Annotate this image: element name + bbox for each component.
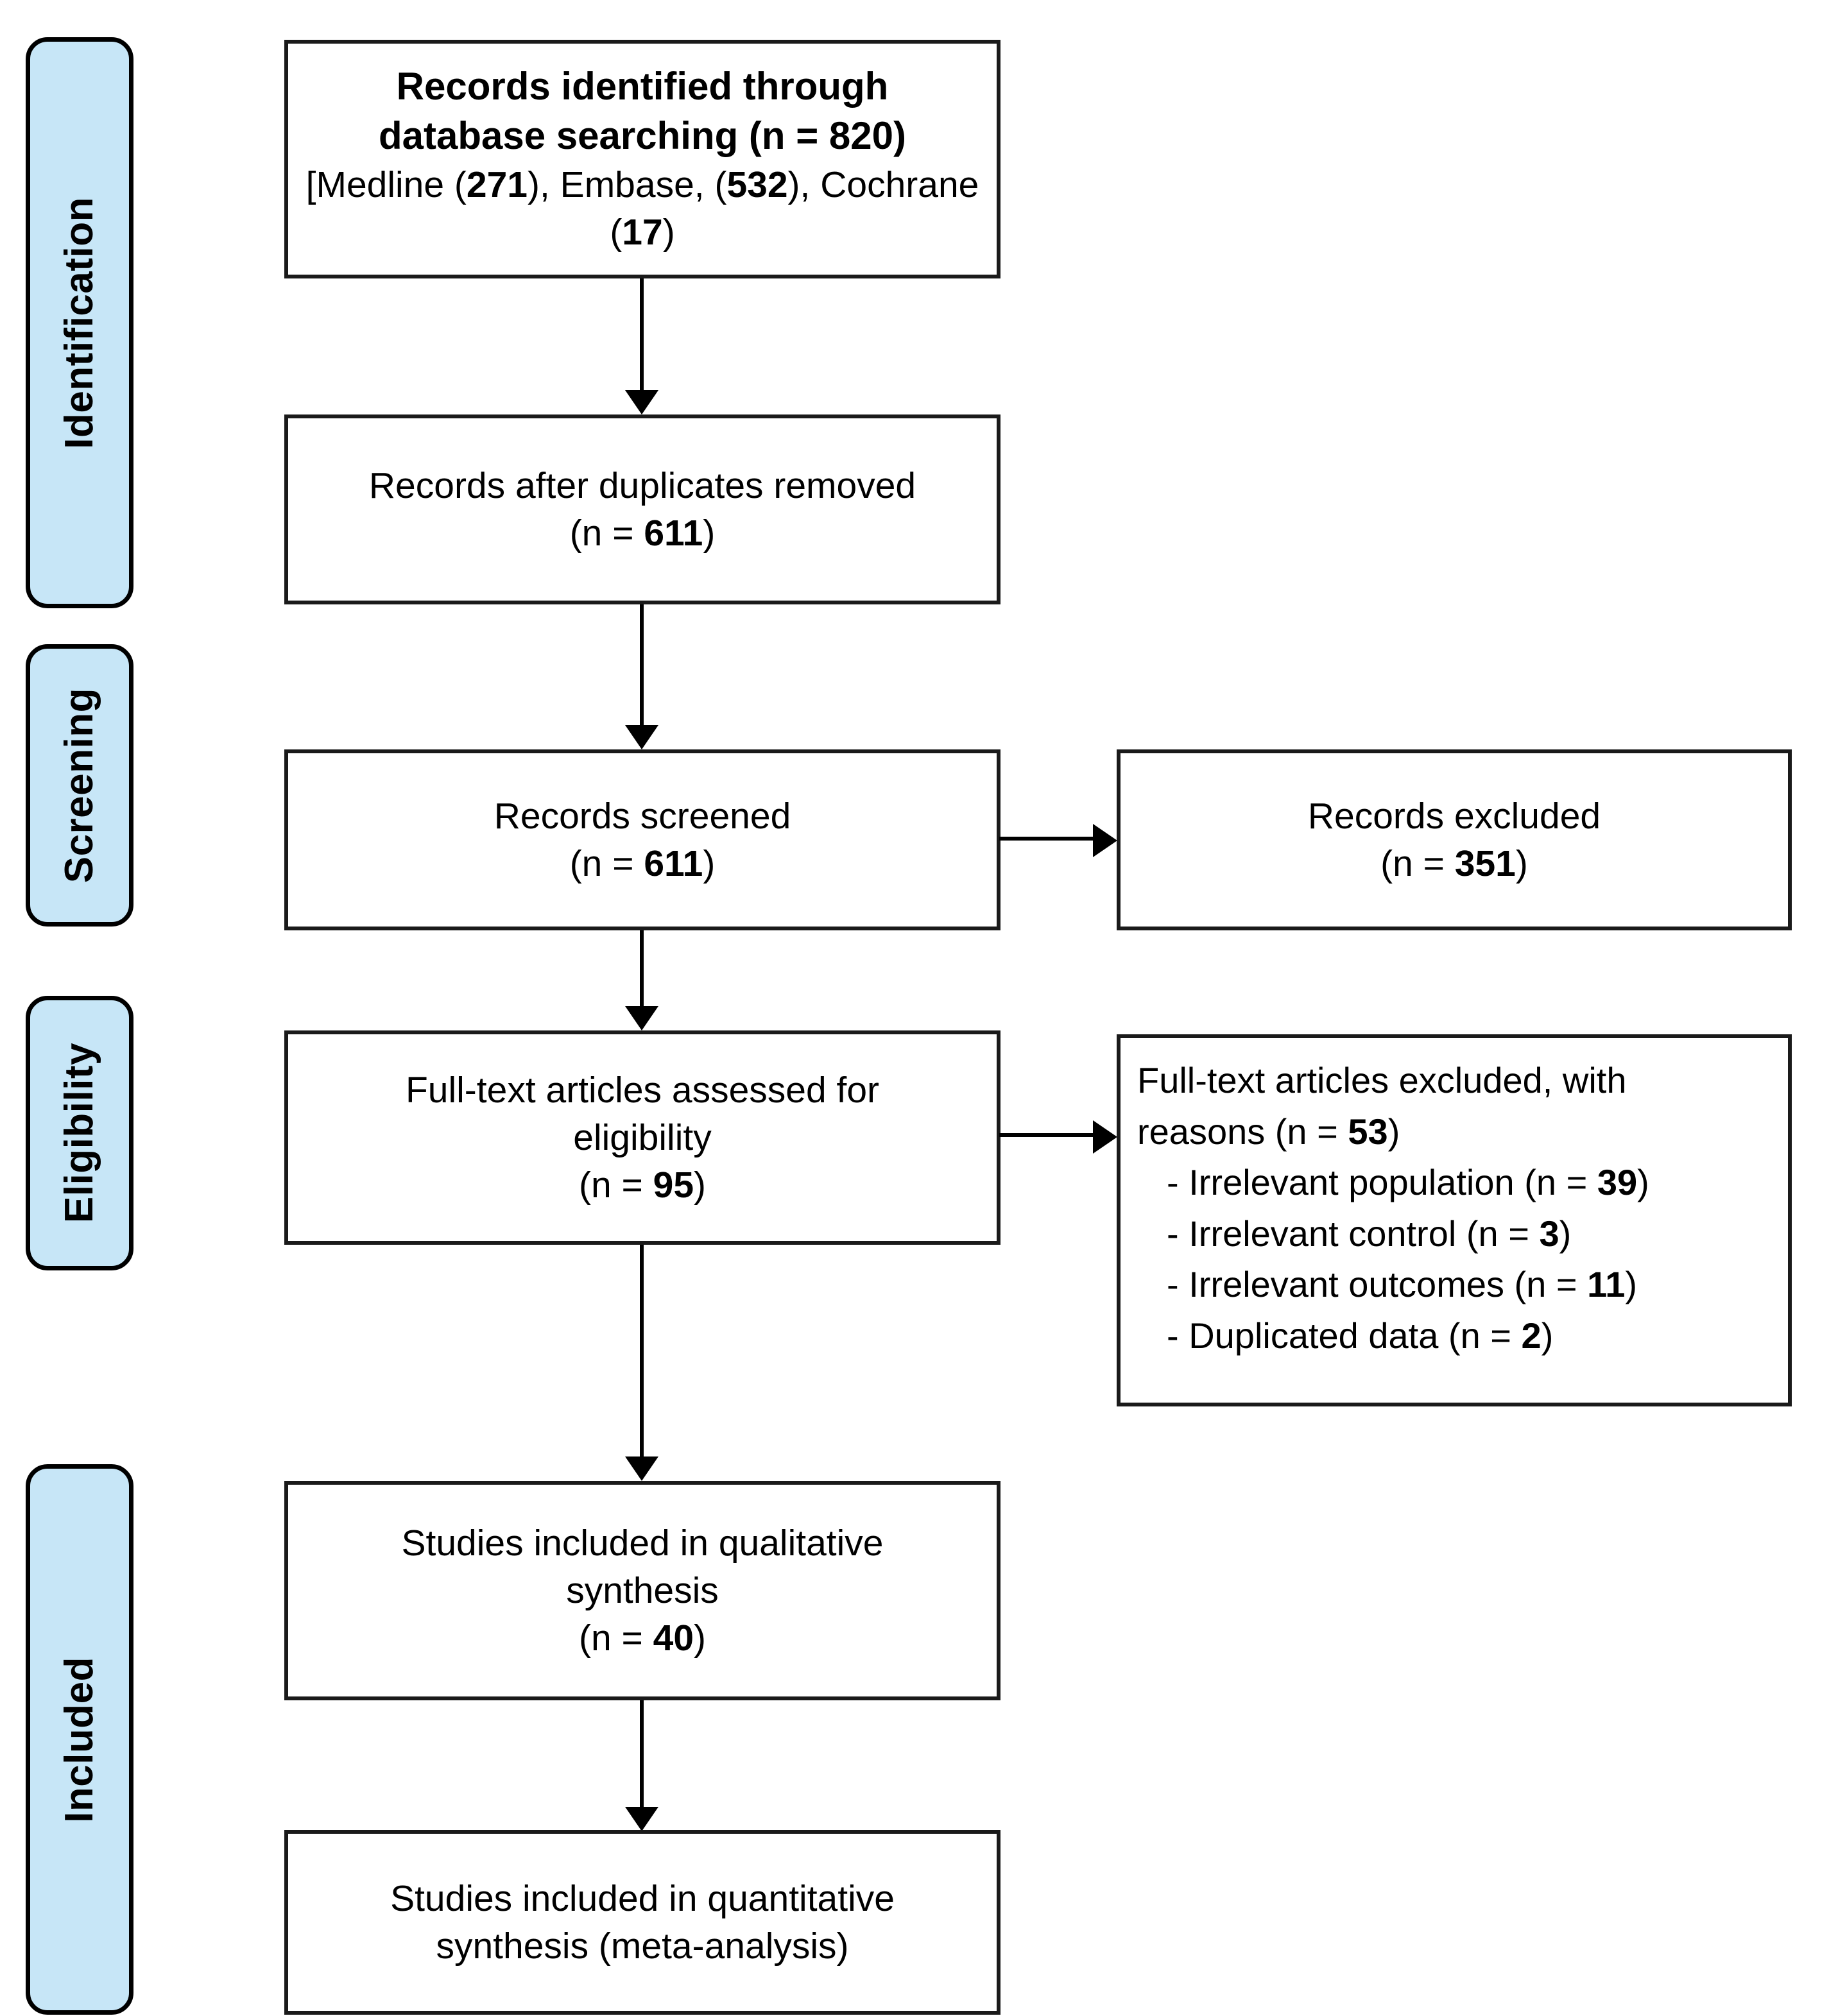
- stage-included: Included: [26, 1464, 133, 2015]
- arrow-right-screened-to-excluded: [1093, 824, 1117, 857]
- reason-irrelevant-control: - Irrelevant control (n = 3): [1167, 1213, 1572, 1254]
- stage-screening: Screening: [26, 644, 133, 927]
- qualitative-synthesis-line3: (n = 40): [578, 1618, 707, 1659]
- arrow-down-identified-to-duplicates: [625, 390, 658, 414]
- duplicates-removed-line1: Records after duplicates removed: [368, 465, 916, 506]
- box-quantitative-synthesis: Studies included in quantitative synthes…: [284, 1830, 1000, 2015]
- records-identified-title-line1: Records identified through: [396, 65, 889, 108]
- duplicates-removed-line2: (n = 611): [569, 513, 716, 554]
- connector-screened-to-fulltext: [640, 930, 644, 1007]
- arrow-right-fulltext-to-excluded-reasons: [1093, 1120, 1117, 1154]
- connector-identified-to-duplicates: [640, 278, 644, 391]
- fulltext-assessed-line3: (n = 95): [578, 1165, 707, 1206]
- box-records-identified: Records identified through database sear…: [284, 40, 1000, 278]
- arrow-down-qualitative-to-quantitative: [625, 1807, 658, 1831]
- records-screened-line1: Records screened: [494, 795, 791, 837]
- arrow-down-duplicates-to-screened: [625, 725, 658, 749]
- fulltext-assessed-line1: Full-text articles assessed for: [405, 1069, 880, 1111]
- connector-screened-to-excluded: [999, 837, 1095, 841]
- quantitative-synthesis-line1: Studies included in quantitative: [390, 1877, 895, 1919]
- stage-identification-label: Identification: [57, 196, 101, 449]
- qualitative-synthesis-line2: synthesis: [566, 1569, 719, 1611]
- box-duplicates-removed: Records after duplicates removed (n = 61…: [284, 414, 1000, 604]
- box-qualitative-synthesis: Studies included in qualitative synthesi…: [284, 1481, 1000, 1700]
- box-records-screened: Records screened (n = 611): [284, 749, 1000, 930]
- box-fulltext-excluded-reasons: Full-text articles excluded, with reason…: [1117, 1034, 1792, 1406]
- records-excluded-line1: Records excluded: [1307, 795, 1601, 837]
- records-excluded-line2: (n = 351): [1380, 843, 1528, 884]
- reason-irrelevant-population: - Irrelevant population (n = 39): [1167, 1162, 1649, 1203]
- records-screened-line2: (n = 611): [569, 843, 716, 884]
- arrow-down-fulltext-to-qualitative: [625, 1456, 658, 1481]
- box-fulltext-assessed: Full-text articles assessed for eligibil…: [284, 1030, 1000, 1245]
- qualitative-synthesis-line1: Studies included in qualitative: [401, 1522, 884, 1564]
- box-records-excluded: Records excluded (n = 351): [1117, 749, 1792, 930]
- arrow-down-screened-to-fulltext: [625, 1006, 658, 1030]
- reason-irrelevant-outcomes: - Irrelevant outcomes (n = 11): [1167, 1264, 1638, 1305]
- stage-eligibility: Eligibility: [26, 996, 133, 1270]
- stage-included-label: Included: [57, 1656, 101, 1823]
- connector-duplicates-to-screened: [640, 604, 644, 726]
- stage-identification: Identification: [26, 37, 133, 608]
- records-identified-title-line2: database searching (n = 820): [378, 114, 906, 157]
- connector-fulltext-to-qualitative: [640, 1245, 644, 1458]
- connector-fulltext-to-excluded-reasons: [999, 1133, 1095, 1137]
- fulltext-assessed-line2: eligibility: [573, 1116, 712, 1158]
- stage-eligibility-label: Eligibility: [57, 1043, 101, 1224]
- fulltext-excluded-heading-line2: reasons (n = 53): [1137, 1111, 1400, 1152]
- stage-screening-label: Screening: [57, 687, 101, 884]
- quantitative-synthesis-line2: synthesis (meta-analysis): [436, 1926, 849, 1967]
- reason-duplicated-data: - Duplicated data (n = 2): [1167, 1315, 1554, 1356]
- records-identified-detail: [Medline (271), Embase, (532), Cochrane …: [305, 164, 979, 253]
- connector-qualitative-to-quantitative: [640, 1700, 644, 1808]
- fulltext-excluded-heading-line1: Full-text articles excluded, with: [1137, 1060, 1627, 1100]
